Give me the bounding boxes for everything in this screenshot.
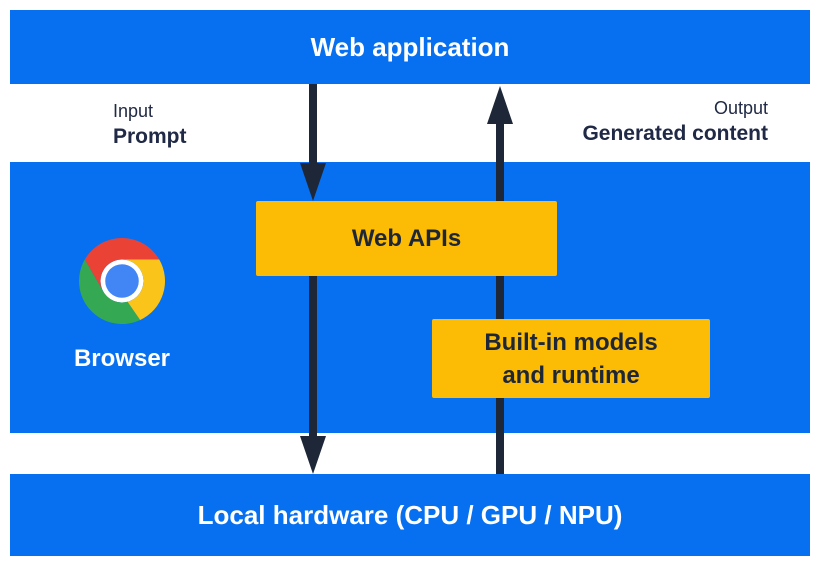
builtin-models-label-line2: and runtime (502, 361, 640, 389)
input-flow-arrowhead-into-web-apis (300, 163, 326, 201)
builtin-models-box: Built-in models and runtime (432, 319, 710, 398)
web-apis-box: Web APIs (256, 201, 557, 276)
chrome-logo-blue-center (105, 264, 139, 298)
chrome-logo-yellow-segment (122, 259, 165, 320)
input-label-group: Input Prompt (113, 100, 187, 151)
browser-label: Browser (73, 345, 171, 372)
web-application-bar: Web application (10, 10, 810, 84)
chrome-logo-green-segment (79, 259, 141, 324)
chrome-logo-red-segment (84, 238, 160, 292)
input-flow-arrow-line-upper (309, 84, 317, 164)
input-caption: Input (113, 101, 154, 121)
output-caption: Output (713, 98, 768, 118)
input-flow-arrow-line-lower (309, 276, 317, 436)
web-application-label: Web application (310, 31, 510, 62)
local-hardware-label: Local hardware (CPU / GPU / NPU) (197, 499, 623, 530)
generated-content-label: Generated content (582, 122, 768, 145)
web-apis-label: Web APIs (351, 224, 462, 252)
chrome-logo-icon (79, 238, 165, 324)
builtin-models-label-line1: Built-in models (484, 328, 658, 356)
local-hardware-bar: Local hardware (CPU / GPU / NPU) (10, 474, 810, 556)
input-flow-arrowhead-into-hardware (300, 436, 326, 474)
prompt-label: Prompt (113, 125, 187, 148)
output-label-group: Output Generated content (582, 97, 768, 148)
output-flow-arrowhead-into-web-application (487, 86, 513, 124)
output-flow-arrow-line (496, 122, 504, 474)
